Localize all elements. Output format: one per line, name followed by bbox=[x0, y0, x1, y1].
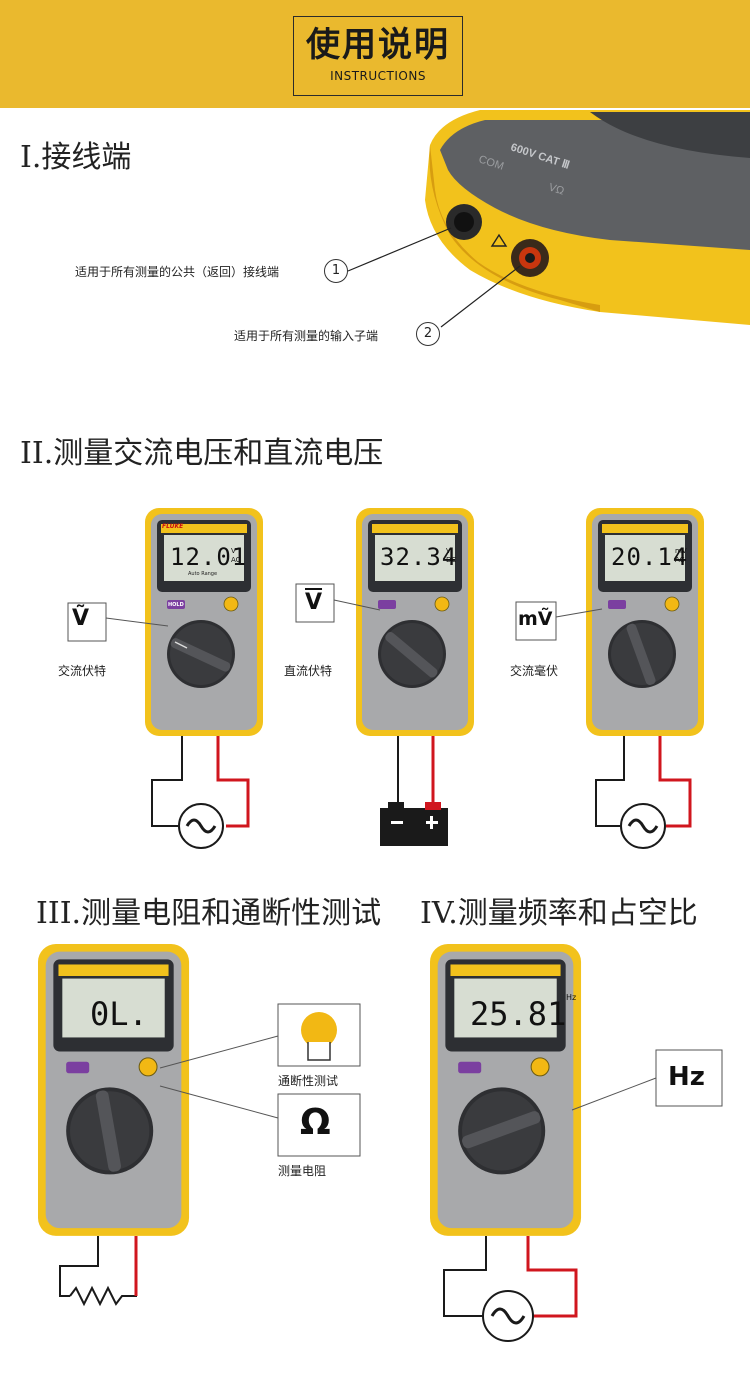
section3-title: III.测量电阻和通断性测试 bbox=[36, 896, 382, 931]
section1-title: I.接线端 bbox=[20, 140, 132, 175]
header-banner bbox=[0, 0, 750, 108]
meter-frequency bbox=[429, 943, 582, 1237]
lcd-unit-frequency: Hz bbox=[566, 993, 577, 1002]
ac-millivolt-symbol: mṼ bbox=[518, 608, 553, 630]
wiring-resistance bbox=[59, 1236, 138, 1307]
lcd-unit-ac-millivolts: mV bbox=[675, 547, 687, 555]
caption-dc-volts: 直流伏特 bbox=[284, 664, 333, 678]
callout-text-1: 适用于所有测量的公共（返回）接线端 bbox=[75, 265, 280, 279]
callout-line-2 bbox=[440, 265, 521, 328]
lcd-mode-ac-volts: AC bbox=[231, 556, 241, 564]
meter-resistance bbox=[37, 943, 190, 1237]
meter-ac-volts bbox=[144, 507, 264, 737]
callout-text-2: 适用于所有测量的输入子端 bbox=[234, 329, 379, 343]
hz-box bbox=[655, 1049, 723, 1107]
caption-continuity: 通断性测试 bbox=[278, 1074, 339, 1088]
lcd-reading-ac-millivolts: 20.14 bbox=[611, 543, 689, 571]
lcd-mode-ac-millivolts: AC bbox=[675, 556, 685, 564]
dc-volt-symbol: V bbox=[305, 590, 323, 615]
hold-button: HOLD bbox=[168, 602, 184, 608]
meter-ac-millivolts bbox=[585, 507, 705, 737]
callout-number-1: 1 bbox=[324, 259, 348, 283]
lcd-reading-frequency: 25.81 bbox=[470, 995, 567, 1033]
terminal-closeup: COM 600V CAT Ⅲ VΩ bbox=[347, 110, 750, 328]
auto-range-label: Auto Range bbox=[188, 571, 218, 577]
page-subtitle: INSTRUCTIONS bbox=[330, 69, 426, 83]
title-box: 使用说明 INSTRUCTIONS bbox=[293, 16, 463, 96]
lcd-unit-dc-volts: V bbox=[446, 547, 451, 555]
omega-symbol: Ω bbox=[300, 1102, 331, 1143]
callout-number-2: 2 bbox=[416, 322, 440, 346]
caption-ac-volts: 交流伏特 bbox=[58, 664, 107, 678]
wiring-frequency bbox=[443, 1236, 578, 1342]
lcd-mode-dc-volts: DC bbox=[446, 556, 457, 564]
resistor-icon bbox=[69, 1236, 137, 1307]
lcd-reading-resistance: 0L. bbox=[90, 995, 148, 1033]
wiring-ac-millivolts bbox=[595, 736, 692, 849]
section2-title: II.测量交流电压和直流电压 bbox=[20, 436, 384, 471]
lcd-reading-ac-volts: 12.01 bbox=[170, 543, 248, 571]
resistance-box bbox=[277, 1093, 361, 1157]
battery-icon bbox=[380, 808, 448, 846]
meter-dc-volts bbox=[355, 507, 475, 737]
wiring-ac-volts bbox=[151, 736, 250, 849]
page-title: 使用说明 bbox=[306, 25, 450, 65]
ac-volt-symbol: Ṽ bbox=[72, 606, 90, 631]
brand-logo: FLUKE bbox=[162, 523, 184, 530]
wiring-dc-volts bbox=[380, 736, 448, 846]
lcd-unit-ac-volts: V bbox=[231, 547, 236, 555]
hz-symbol: Hz bbox=[668, 1062, 705, 1092]
caption-ac-millivolts: 交流毫伏 bbox=[510, 664, 559, 678]
v-label: VΩ bbox=[547, 181, 566, 197]
callout-line-1 bbox=[347, 227, 452, 272]
section4-title: IV.测量频率和占空比 bbox=[420, 896, 698, 931]
lcd-reading-dc-volts: 32.34 bbox=[380, 543, 458, 571]
caption-resistance: 测量电阻 bbox=[278, 1164, 327, 1178]
